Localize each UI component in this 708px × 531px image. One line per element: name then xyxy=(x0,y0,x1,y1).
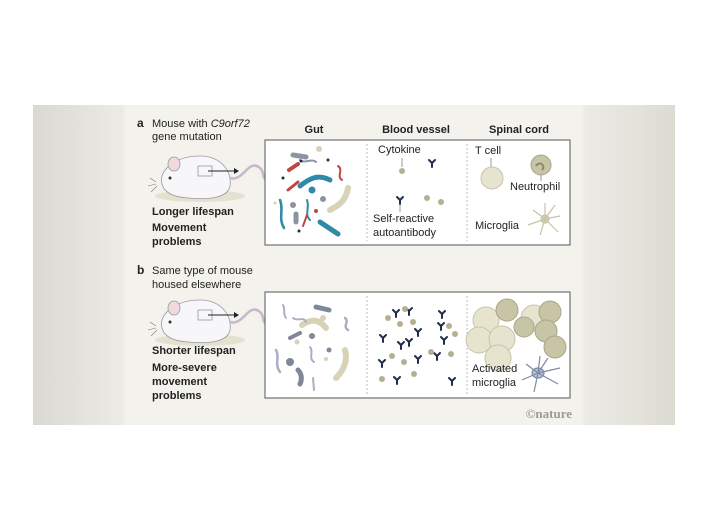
mouse-illustration-b xyxy=(146,298,270,348)
panel-b-outcome-movement: More-severe xyxy=(152,362,217,374)
column-header-gut: Gut xyxy=(305,124,324,136)
panel-a-outcome-movement-2: problems xyxy=(152,236,202,248)
label-t-cell: T cell xyxy=(475,145,501,157)
t-cell-icon xyxy=(480,166,504,190)
label-autoantibody-2: autoantibody xyxy=(373,227,436,239)
panel-b-title: Same type of mouse xyxy=(152,265,253,277)
label-activated-microglia-2: microglia xyxy=(472,377,517,389)
panel-b-outcome-movement-2: movement xyxy=(152,376,207,388)
microglia-icon xyxy=(527,203,561,236)
panel-a-letter: a xyxy=(137,116,144,130)
panel-b-outcome-movement-3: problems xyxy=(152,390,202,402)
blood-vessel-antibodies-b xyxy=(378,306,458,386)
panel-a-title-line2: gene mutation xyxy=(152,131,222,143)
panel-b-title-line2: housed elsewhere xyxy=(152,279,241,291)
label-cytokine: Cytokine xyxy=(378,144,421,156)
nature-credit-logo: ©nature xyxy=(526,406,573,421)
column-header-blood-vessel: Blood vessel xyxy=(382,124,450,136)
panel-b-box xyxy=(264,291,571,399)
panel-b-letter: b xyxy=(137,263,144,277)
gut-microbes-a xyxy=(273,146,351,237)
label-activated-microglia: Activated xyxy=(472,363,517,375)
label-microglia: Microglia xyxy=(475,220,520,232)
gut-microbes-b xyxy=(274,304,350,391)
panel-a-title: Mouse with C9orf72 xyxy=(152,118,250,130)
label-neutrophil: Neutrophil xyxy=(510,181,560,193)
label-autoantibody: Self-reactive xyxy=(373,213,434,225)
cytokine-icon xyxy=(399,168,405,174)
column-header-spinal-cord: Spinal cord xyxy=(489,124,549,136)
neutrophil-icon xyxy=(530,154,552,176)
activated-microglia-icon xyxy=(521,355,561,393)
panel-a-box xyxy=(264,139,571,246)
mouse-illustration-a xyxy=(146,154,270,204)
spinal-cord-cells-b xyxy=(465,298,567,372)
panel-a-outcome-lifespan: Longer lifespan xyxy=(152,206,234,218)
panel-a-outcome-movement: Movement xyxy=(152,222,207,234)
panel-b-outcome-lifespan: Shorter lifespan xyxy=(152,345,236,357)
